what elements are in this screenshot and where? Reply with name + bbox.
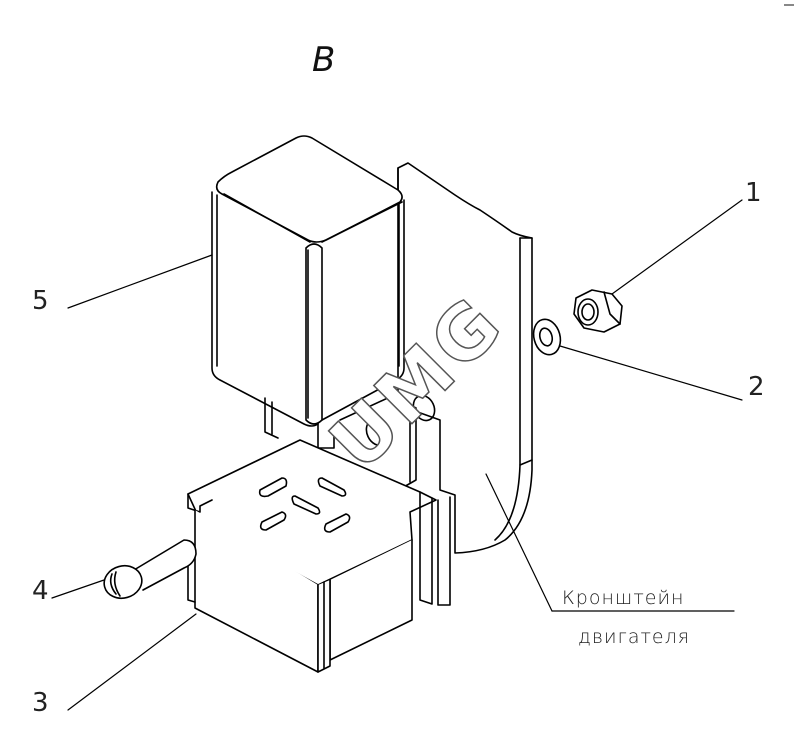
callout-5: 5 bbox=[32, 286, 49, 316]
engine-bracket bbox=[397, 162, 533, 554]
bracket-label-line1: Кронштейн bbox=[562, 587, 685, 609]
bolt bbox=[103, 539, 197, 600]
leader-2 bbox=[559, 345, 743, 401]
leader-4 bbox=[51, 579, 105, 599]
callout-2: 2 bbox=[748, 372, 765, 402]
view-label: B bbox=[312, 40, 336, 80]
leader-3 bbox=[67, 613, 197, 711]
callout-1: 1 bbox=[745, 178, 762, 208]
leader-1 bbox=[611, 199, 743, 295]
relay-socket bbox=[187, 439, 451, 673]
bracket-label-line2: двигателя bbox=[578, 626, 690, 648]
washer bbox=[532, 318, 562, 356]
leader-bracket bbox=[485, 473, 553, 612]
nut bbox=[573, 289, 623, 333]
callout-4: 4 bbox=[32, 576, 49, 606]
relay bbox=[211, 135, 405, 449]
leader-lines bbox=[51, 199, 743, 711]
leader-5 bbox=[67, 254, 213, 309]
callout-3: 3 bbox=[32, 688, 49, 718]
corner-mark bbox=[784, 4, 794, 6]
